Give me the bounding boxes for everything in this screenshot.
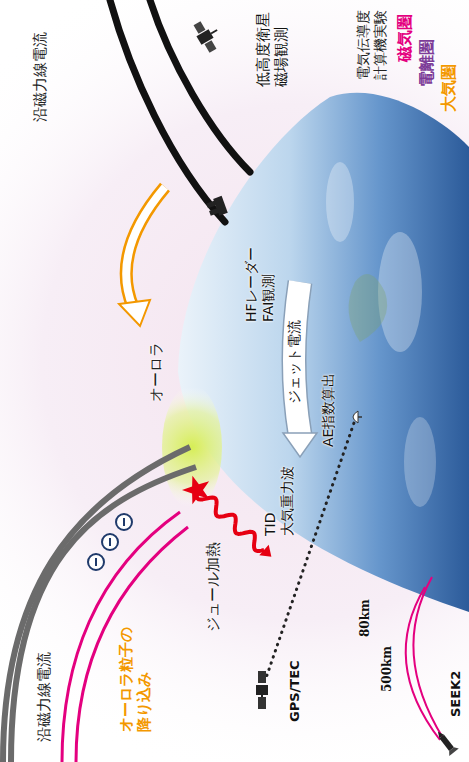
simulation-label: 電気伝導度 計算機実験 — [355, 10, 388, 80]
label-holder: 低高度衛星 磁場観測 — [255, 12, 290, 87]
label-holder: 電離圏 — [418, 39, 437, 87]
cloud — [404, 417, 436, 507]
label-holder: TID 大気重力波 — [262, 466, 295, 536]
label-holder: 沿磁力線電流 — [32, 32, 50, 122]
wave-label: TID 大気重力波 — [262, 466, 295, 536]
label-holder: 電気伝導度 計算機実験 — [355, 10, 388, 80]
label-holder: オーロラ粒子の 降り込み — [118, 627, 153, 732]
satellite-icon — [191, 16, 225, 54]
current-label: 沿磁力線電流 — [32, 32, 50, 122]
continent — [349, 274, 388, 342]
gps-satellite — [256, 671, 268, 709]
label-holder: ジュール加熱 — [205, 542, 223, 632]
rocket-trajectory — [413, 577, 443, 738]
field-line — [150, 0, 250, 172]
index-label: AE指数算出 — [320, 373, 337, 447]
electron — [116, 514, 132, 530]
heating-wave — [197, 490, 264, 551]
altitude-label: 500km — [380, 646, 394, 692]
altitude-label: 80km — [358, 599, 372, 637]
rocket-trajectory — [406, 587, 440, 740]
label-holder: ジェット電流 — [286, 320, 303, 404]
joule-heating — [182, 476, 271, 557]
label-holder: 沿磁力線電流 — [36, 652, 54, 742]
heating-star — [182, 476, 209, 505]
electron — [102, 534, 118, 550]
label-holder: オーロラ — [148, 342, 166, 402]
label-holder: 500km — [380, 646, 394, 692]
arrow-head — [259, 545, 271, 557]
current-label: 沿磁力線電流 — [36, 652, 54, 742]
label-holder: 大気圏 — [440, 64, 459, 112]
convection-arrow — [126, 187, 165, 307]
gps-signal — [266, 417, 356, 678]
label-holder: GPS/TEC — [287, 660, 302, 722]
jet-label: ジェット電流 — [286, 320, 303, 404]
aurora-glow — [162, 385, 222, 509]
earth — [178, 93, 469, 612]
label-holder: 磁気圏 — [396, 14, 415, 62]
particle-path — [76, 527, 188, 762]
cloud — [326, 162, 354, 242]
label-holder: AE指数算出 — [320, 373, 337, 447]
radar-label: HFレーダー FAI観測 — [243, 247, 276, 322]
convection-arrow — [126, 187, 165, 307]
label-holder: SEEK2 — [448, 671, 463, 717]
arrow-head — [119, 300, 150, 326]
field-line — [110, 0, 225, 222]
label-holder: HFレーダー FAI観測 — [243, 247, 276, 322]
satellite-label: 低高度衛星 磁場観測 — [255, 12, 290, 87]
rocket-label: SEEK2 — [448, 671, 463, 717]
electron — [88, 554, 104, 570]
radar-icon — [206, 196, 228, 219]
rocket-icon — [433, 728, 458, 756]
receiver-icon — [353, 411, 362, 423]
field-line — [11, 467, 196, 762]
layer-label: 電離圏 — [418, 39, 437, 87]
particle-label: オーロラ粒子の 降り込み — [118, 627, 153, 732]
layer-label: 磁気圏 — [396, 14, 415, 62]
layer-label: 大気圏 — [440, 64, 459, 112]
heating-label: ジュール加熱 — [205, 542, 223, 632]
field-line — [3, 447, 190, 762]
label-holder: 80km — [358, 599, 372, 637]
gps-label: GPS/TEC — [287, 660, 302, 722]
aurora-label: オーロラ — [148, 342, 166, 402]
arrow-head — [283, 433, 317, 457]
